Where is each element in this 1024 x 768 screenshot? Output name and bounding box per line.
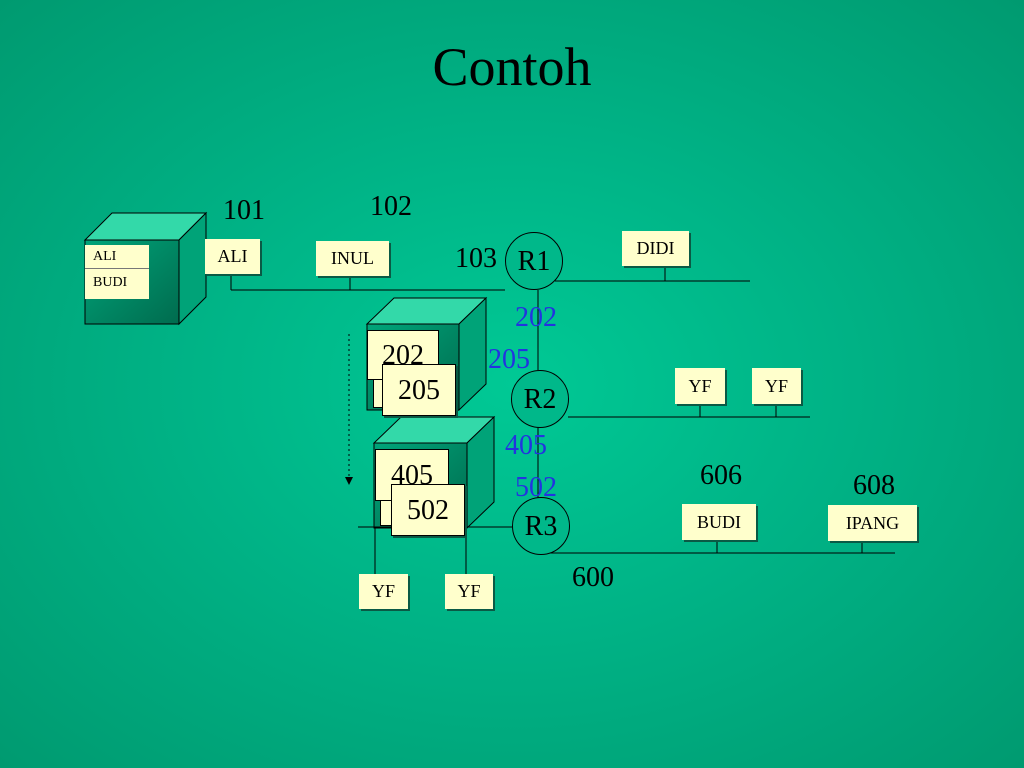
label-102: 102 bbox=[370, 191, 412, 222]
cube-label-budi: BUDI bbox=[85, 269, 149, 299]
cube-label-ali: ALI bbox=[85, 245, 149, 269]
host-inul: INUL bbox=[316, 241, 389, 276]
host-ali: ALI bbox=[205, 239, 260, 274]
label-205: 205 bbox=[488, 344, 530, 375]
host-budi: BUDI bbox=[682, 504, 756, 540]
label-502: 502 bbox=[515, 472, 557, 503]
cube3-label-502: 502 bbox=[391, 484, 465, 536]
host-ipang: IPANG bbox=[828, 505, 917, 541]
label-103: 103 bbox=[455, 243, 497, 274]
label-405: 405 bbox=[505, 430, 547, 461]
network-links bbox=[230, 266, 895, 574]
router-r2: R2 bbox=[511, 370, 569, 428]
label-600: 600 bbox=[572, 562, 614, 593]
router-r3: R3 bbox=[512, 497, 570, 555]
dotted-arrow bbox=[345, 334, 353, 485]
host-yf-4: YF bbox=[445, 574, 493, 609]
host-didi: DIDI bbox=[622, 231, 689, 266]
label-202: 202 bbox=[515, 302, 557, 333]
label-101: 101 bbox=[223, 195, 265, 226]
host-yf-1: YF bbox=[675, 368, 725, 404]
host-yf-2: YF bbox=[752, 368, 801, 404]
label-606: 606 bbox=[700, 460, 742, 491]
label-608: 608 bbox=[853, 470, 895, 501]
slide-title: Contoh bbox=[432, 37, 592, 97]
host-yf-3: YF bbox=[359, 574, 408, 609]
cube2-label-205: 205 bbox=[382, 364, 456, 416]
router-r1: R1 bbox=[505, 232, 563, 290]
